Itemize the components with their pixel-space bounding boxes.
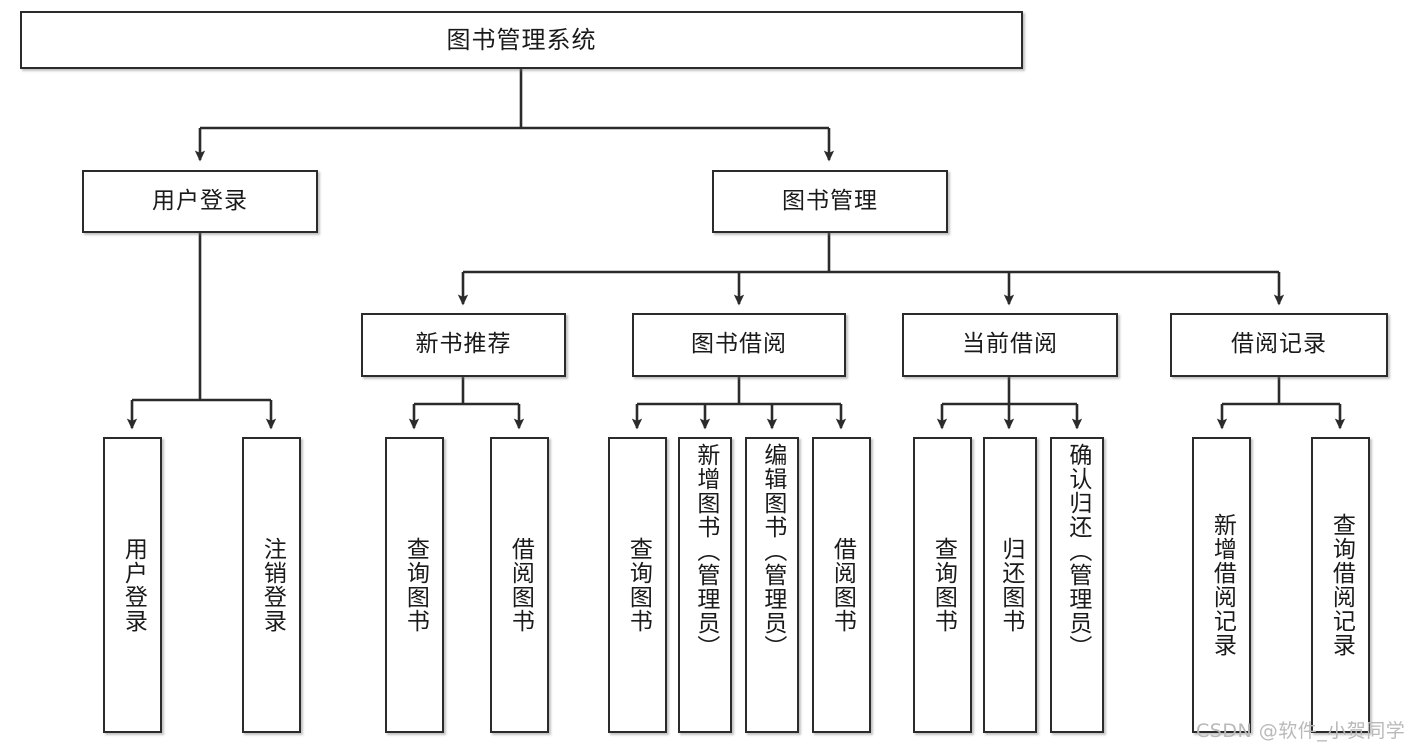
node-leaf-add-book-label: 新增图书（管理员） <box>692 443 719 659</box>
node-current-borrow[interactable]: 当前借阅 <box>902 313 1118 377</box>
node-leaf-user-logout[interactable]: 注销登录 <box>242 437 301 733</box>
node-leaf-borrow-book-1[interactable]: 借阅图书 <box>490 437 549 733</box>
node-leaf-user-login[interactable]: 用户登录 <box>103 437 162 733</box>
node-borrow-record[interactable]: 借阅记录 <box>1170 313 1388 377</box>
node-leaf-borrow-book-2-label: 借阅图书 <box>829 537 856 633</box>
node-leaf-query-record[interactable]: 查询借阅记录 <box>1311 437 1370 733</box>
node-leaf-edit-book-label: 编辑图书（管理员） <box>759 443 786 659</box>
node-book-management[interactable]: 图书管理 <box>712 170 948 233</box>
node-leaf-query-book-2[interactable]: 查询图书 <box>608 437 667 733</box>
node-user-login[interactable]: 用户登录 <box>82 170 318 233</box>
node-leaf-borrow-book-2[interactable]: 借阅图书 <box>812 437 871 733</box>
node-new-book-recommend[interactable]: 新书推荐 <box>361 313 566 377</box>
node-leaf-confirm-return[interactable]: 确认归还（管理员） <box>1050 437 1104 733</box>
node-leaf-user-login-label: 用户登录 <box>120 537 147 633</box>
node-leaf-borrow-book-1-label: 借阅图书 <box>507 537 534 633</box>
node-leaf-query-book-1-label: 查询图书 <box>402 537 429 633</box>
node-leaf-query-book-2-label: 查询图书 <box>625 537 652 633</box>
node-leaf-return-book-label: 归还图书 <box>997 537 1024 633</box>
node-leaf-query-book-3[interactable]: 查询图书 <box>913 437 972 733</box>
node-leaf-add-record-label: 新增借阅记录 <box>1209 513 1236 657</box>
node-book-borrow[interactable]: 图书借阅 <box>632 313 846 377</box>
node-leaf-query-book-1[interactable]: 查询图书 <box>385 437 444 733</box>
node-leaf-query-book-3-label: 查询图书 <box>930 537 957 633</box>
node-leaf-confirm-return-label: 确认归还（管理员） <box>1064 443 1091 659</box>
watermark-text: CSDN @软件_小贺同学 <box>1196 720 1405 742</box>
node-root-system[interactable]: 图书管理系统 <box>20 11 1023 69</box>
node-leaf-return-book[interactable]: 归还图书 <box>983 437 1037 733</box>
node-leaf-query-record-label: 查询借阅记录 <box>1328 513 1355 657</box>
node-leaf-user-logout-label: 注销登录 <box>259 537 286 633</box>
node-leaf-add-book[interactable]: 新增图书（管理员） <box>678 437 732 733</box>
node-leaf-edit-book[interactable]: 编辑图书（管理员） <box>745 437 799 733</box>
node-leaf-add-record[interactable]: 新增借阅记录 <box>1192 437 1251 733</box>
